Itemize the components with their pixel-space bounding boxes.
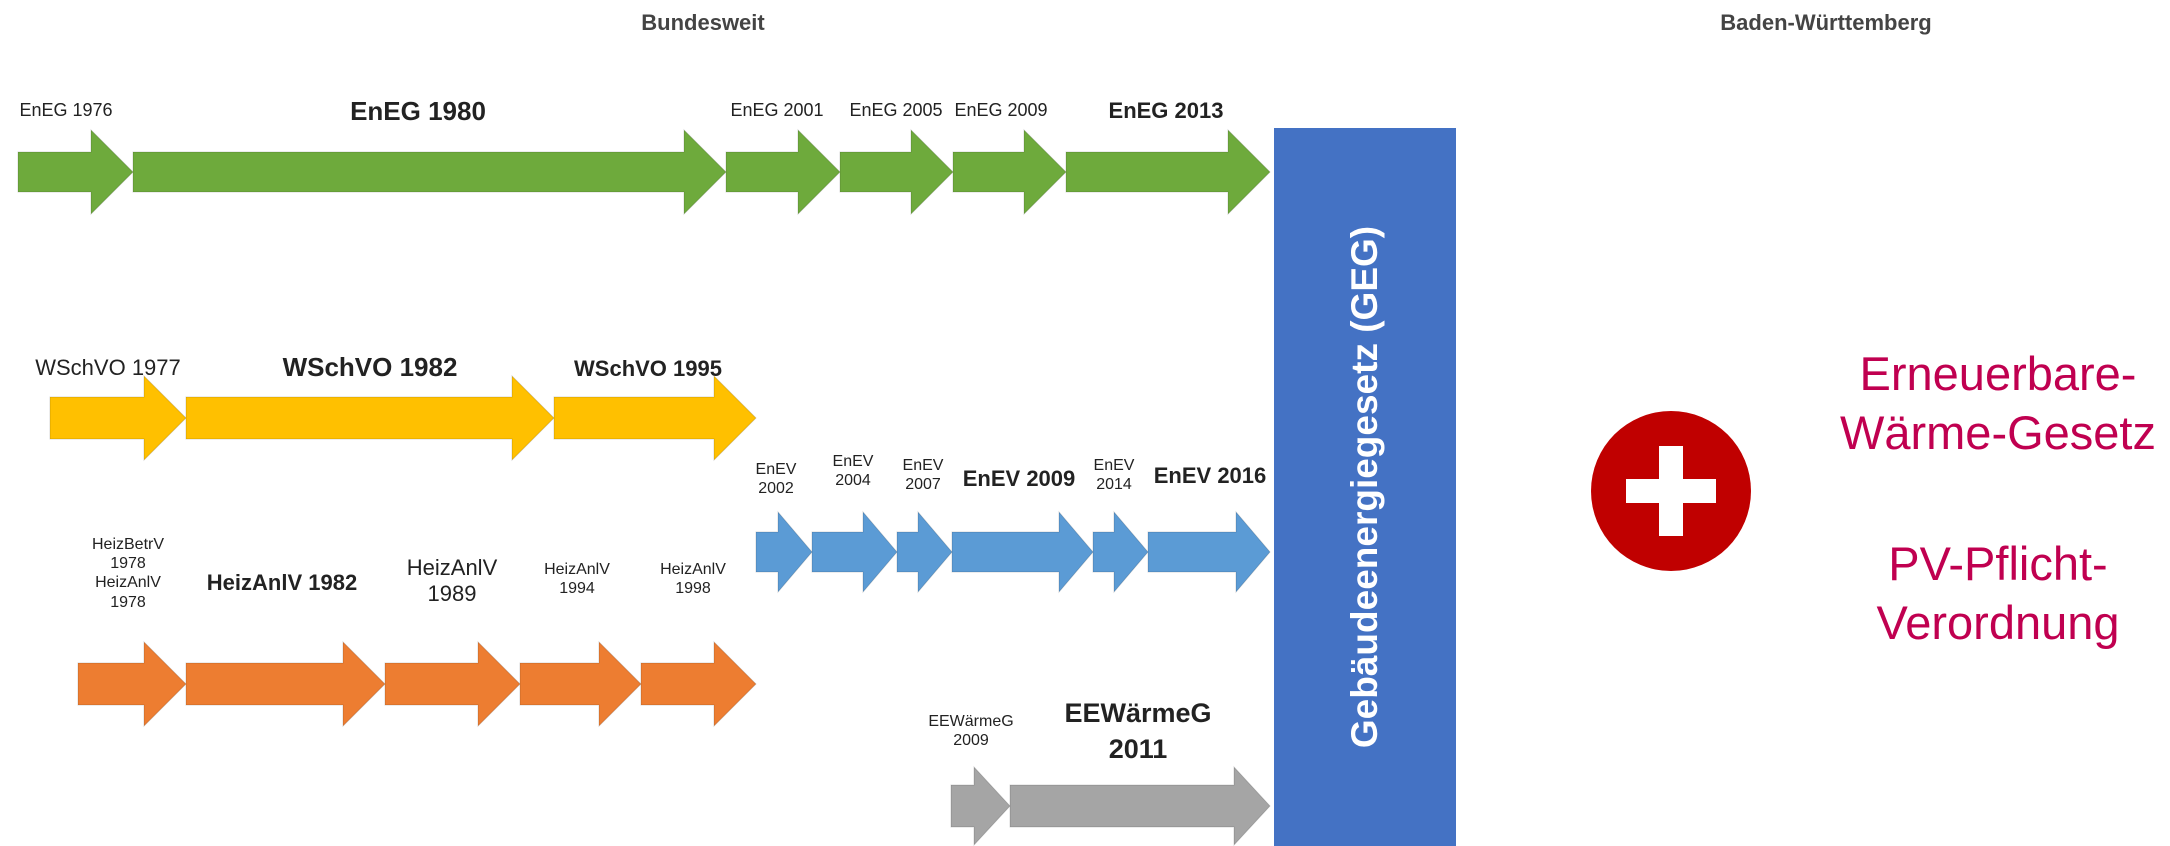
- arrow-wschvo-1977: [49, 374, 187, 462]
- label-enev-2007: EnEV 2007: [902, 457, 944, 494]
- label-eneg-2001: EnEG 2001: [730, 100, 824, 120]
- arrow-heizanlv-1998: [640, 640, 757, 728]
- arrow-enev-2007: [896, 510, 953, 594]
- arrow-heizanlv-1989: [384, 640, 521, 728]
- label-eneg-1980: EnEG 1980: [350, 96, 486, 126]
- arrow-enev-2016: [1147, 510, 1271, 594]
- label-enev-2014: EnEV 2014: [1093, 457, 1135, 494]
- arrow-eewaermeg-2011: [1009, 765, 1271, 846]
- arrow-heizanlv-1978: [77, 640, 187, 728]
- arrow-wschvo-1995: [553, 374, 757, 462]
- plus-icon: [1591, 411, 1751, 571]
- arrow-enev-2009: [951, 510, 1094, 594]
- label-eewaermeg-2009: EEWärmeG 2009: [928, 713, 1014, 750]
- bw-line2: Wärme-Gesetz: [1840, 405, 2156, 459]
- arrow-enev-2014: [1092, 510, 1149, 594]
- label-enev-2009: EnEV 2009: [962, 466, 1076, 491]
- label-enev-2002: EnEV 2002: [755, 461, 797, 498]
- arrow-wschvo-1982: [185, 374, 555, 462]
- arrow-eneg-1980: [132, 128, 727, 216]
- label-heizanlv-1998: HeizAnlV 1998: [660, 561, 726, 598]
- label-eewaermeg-2011: EEWärmeG 2011: [1064, 698, 1212, 765]
- label-eneg-2009: EnEG 2009: [954, 100, 1048, 120]
- label-enev-2016: EnEV 2016: [1153, 463, 1267, 488]
- bw-pv-pflicht-verordnung: PV-Pflicht- Verordnung: [1876, 535, 2119, 653]
- arrow-heizanlv-1994: [519, 640, 642, 728]
- bw-line3: PV-Pflicht-: [1888, 537, 2108, 590]
- arrow-eneg-1976: [17, 128, 134, 216]
- label-wschvo-1995: WSchVO 1995: [574, 356, 722, 381]
- header-bundesweit: Bundesweit: [641, 10, 765, 35]
- header-baden-wuerttemberg: Baden-Württemberg: [1720, 10, 1932, 35]
- arrow-eneg-2013: [1065, 128, 1271, 216]
- arrow-eewaermeg-2009: [950, 765, 1011, 846]
- label-eneg-2013: EnEG 2013: [1108, 98, 1224, 123]
- label-wschvo-1977: WSchVO 1977: [35, 355, 181, 380]
- bw-erneuerbare-waerme-gesetz: Erneuerbare- Wärme-Gesetz: [1840, 345, 2156, 463]
- label-enev-2004: EnEV 2004: [832, 453, 874, 490]
- label-heizanlv-1989: HeizAnlV 1989: [406, 555, 498, 607]
- label-eneg-2005: EnEG 2005: [849, 100, 943, 120]
- bw-line1: Erneuerbare-: [1859, 347, 2137, 400]
- label-eneg-1976: EnEG 1976: [19, 100, 113, 120]
- arrow-eneg-2005: [839, 128, 954, 216]
- arrow-eneg-2009: [952, 128, 1067, 216]
- bw-line4: Verordnung: [1876, 595, 2120, 649]
- label-wschvo-1982: WSchVO 1982: [282, 352, 458, 382]
- arrow-eneg-2001: [725, 128, 841, 216]
- arrow-enev-2004: [811, 510, 898, 594]
- geg-label: Gebäudeenergiegesetz (GEG): [1344, 225, 1385, 749]
- arrow-enev-2002: [755, 510, 813, 594]
- arrow-heizanlv-1982: [185, 640, 386, 728]
- geg-box: Gebäudeenergiegesetz (GEG): [1274, 128, 1456, 846]
- label-heizanlv-1982: HeizAnlV 1982: [206, 570, 358, 595]
- label-heizanlv-1978: HeizBetrV 1978 HeizAnlV 1978: [91, 536, 165, 611]
- label-heizanlv-1994: HeizAnlV 1994: [544, 561, 610, 598]
